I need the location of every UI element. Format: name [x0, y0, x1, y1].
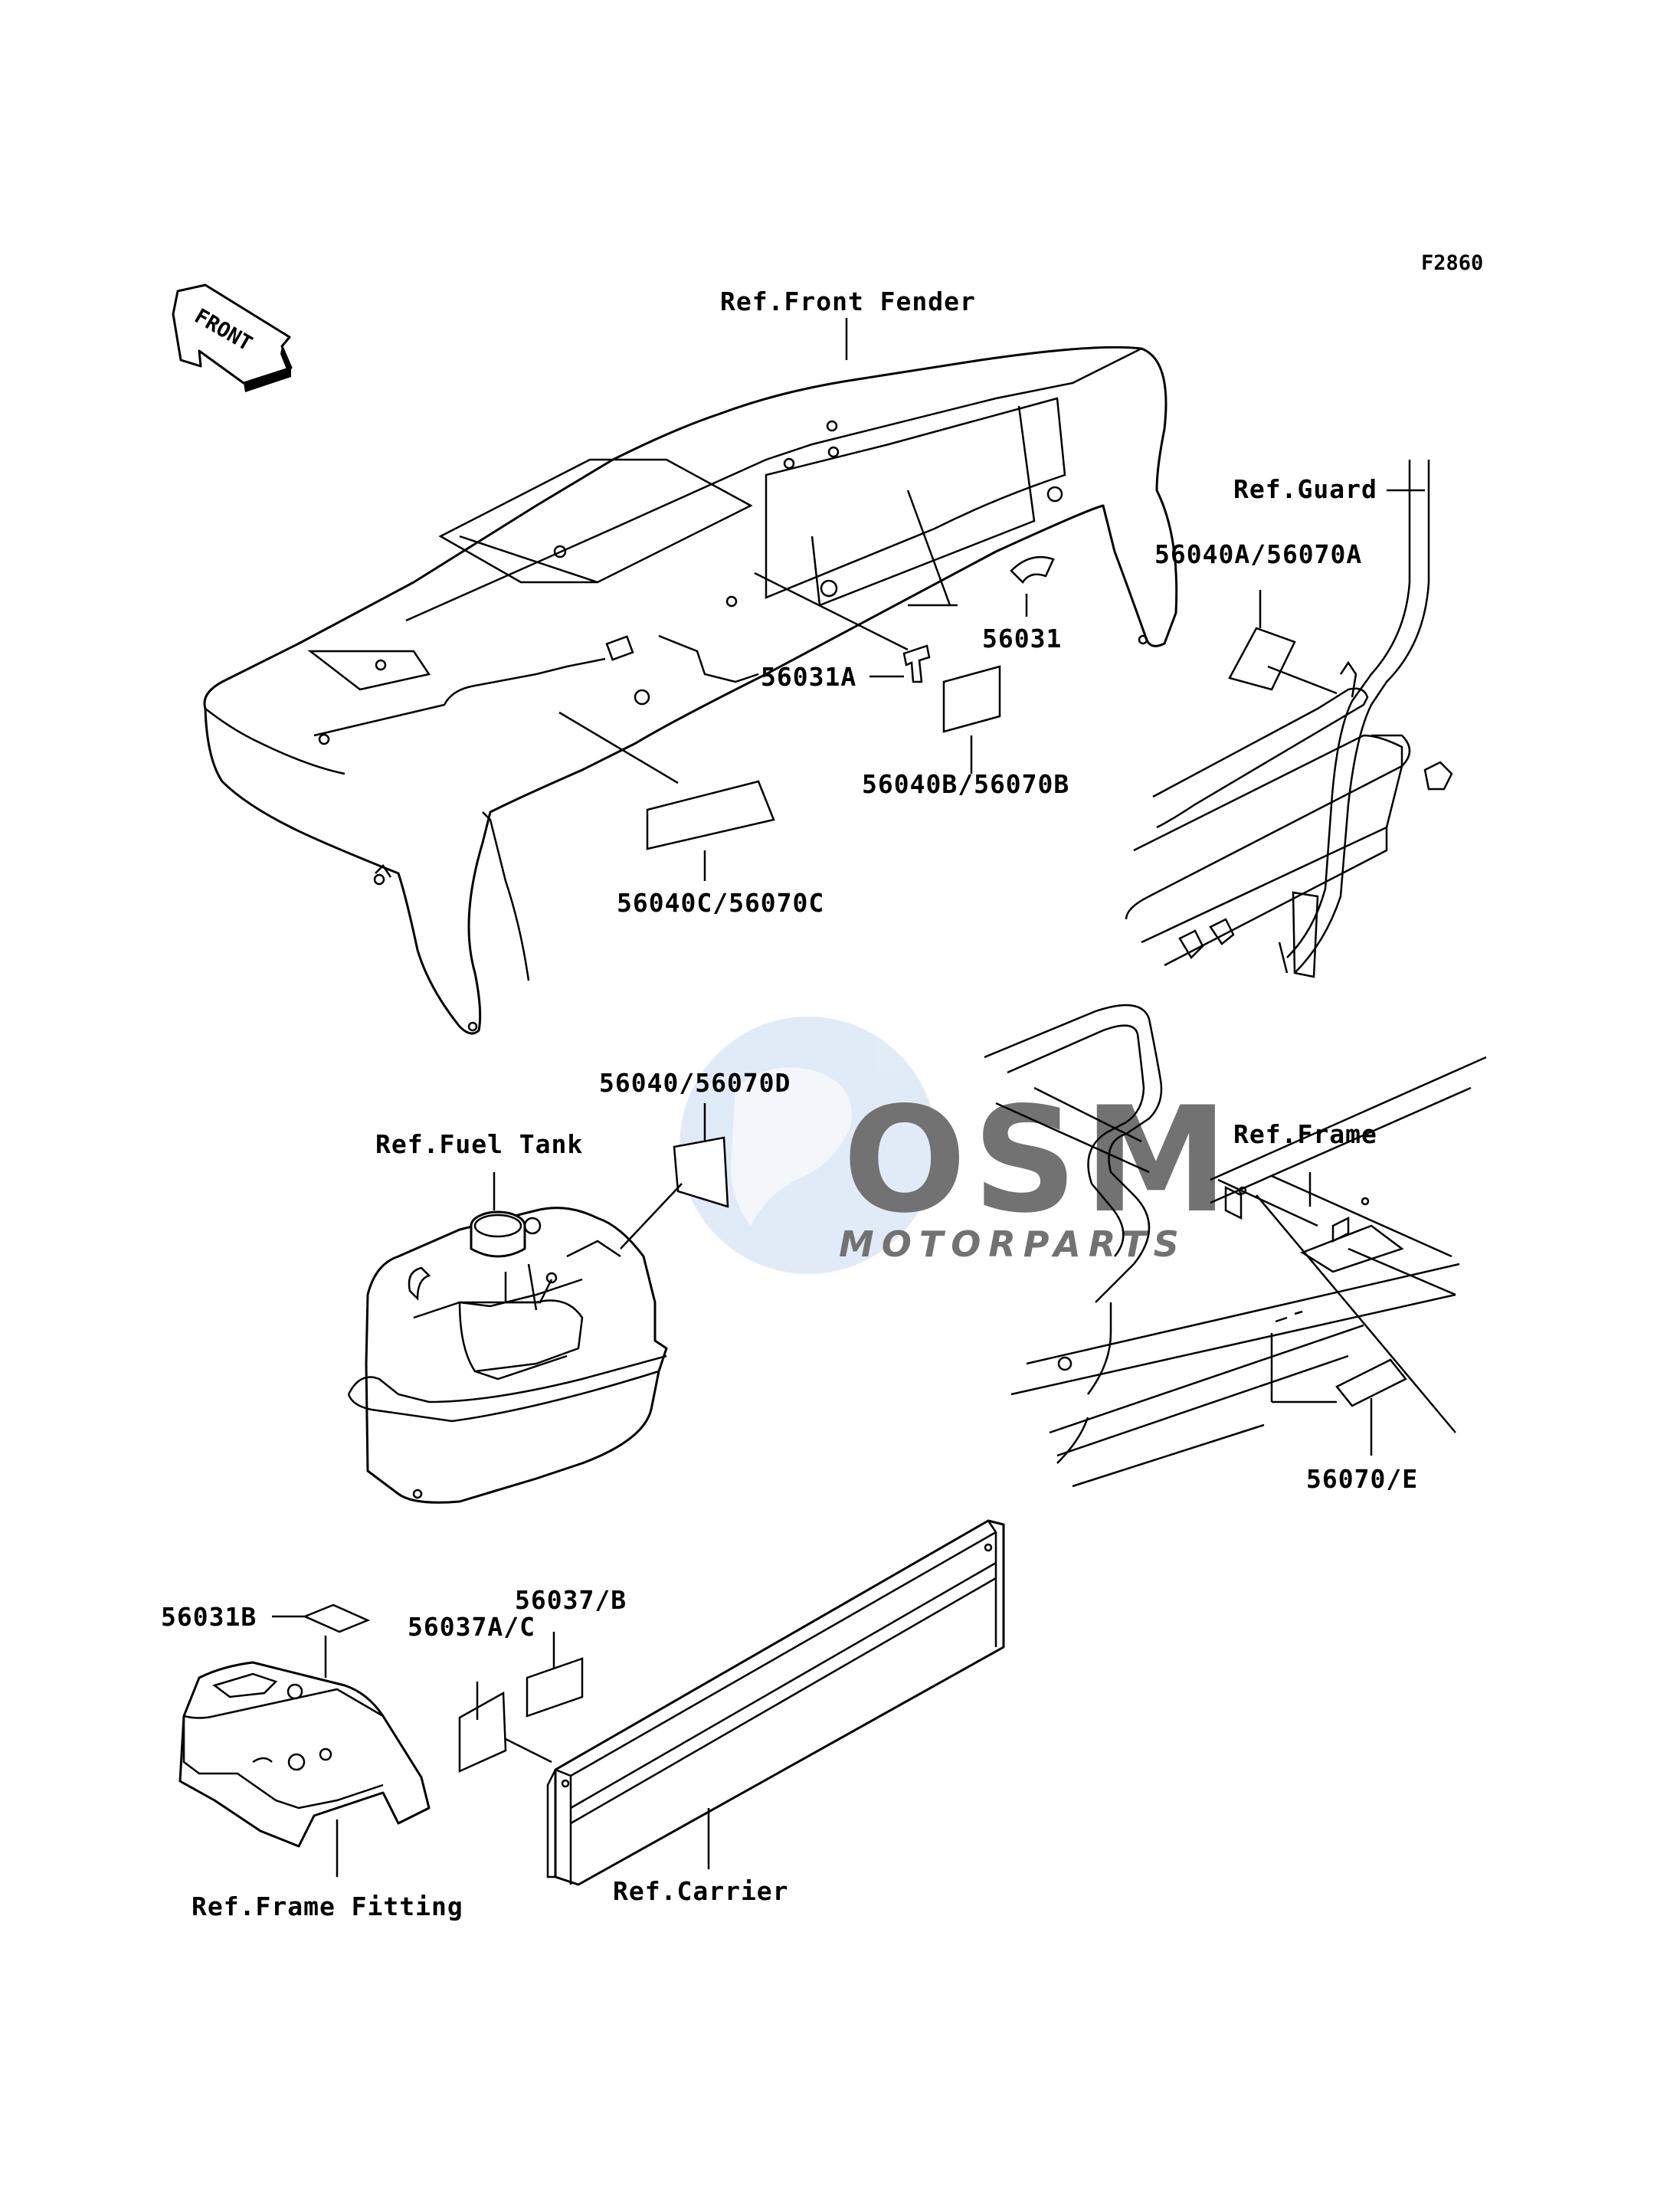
- part-56031B-label: 56031B: [161, 1602, 257, 1632]
- decal-56031B: [302, 1603, 371, 1633]
- decal-56070E: [1335, 1358, 1407, 1407]
- front-fender-drawing: [203, 346, 1178, 1035]
- decal-56037AC: [458, 1691, 507, 1773]
- part-56040C-label: 56040C/56070C: [617, 888, 824, 918]
- ref-carrier-label: Ref.Carrier: [613, 1876, 789, 1906]
- carrier-drawing: [546, 1519, 1005, 1886]
- part-56037B-label: 56037/B: [515, 1585, 627, 1615]
- watermark-subtext: MOTORPARTS: [839, 1223, 1187, 1265]
- fuel-tank-drawing: [347, 1207, 668, 1504]
- frame-fitting-drawing: [178, 1661, 431, 1848]
- decal-56040D: [673, 1136, 729, 1208]
- part-56031A-label: 56031A: [761, 662, 856, 692]
- decal-56040A: [1228, 627, 1296, 691]
- front-arrow-icon: FRONT: [172, 283, 293, 392]
- part-56040B-label: 56040B/56070B: [862, 769, 1069, 799]
- frame-drawing: [984, 1004, 1487, 1488]
- part-56037AC-label: 56037A/C: [408, 1612, 535, 1642]
- part-56031-label: 56031: [982, 624, 1062, 653]
- part-56070E-label: 56070/E: [1306, 1464, 1418, 1494]
- part-56040D-label: 56040/56070D: [599, 1068, 791, 1098]
- fender-decals: [558, 318, 1055, 881]
- decal-56031: [1010, 555, 1055, 584]
- decal-56040B: [942, 665, 1001, 733]
- decal-56037B: [526, 1657, 584, 1718]
- ref-front-fender-label: Ref.Front Fender: [720, 287, 976, 316]
- ref-guard-label: Ref.Guard: [1233, 474, 1377, 504]
- figure-code: F2860: [1421, 251, 1483, 275]
- guard-drawing: [1125, 460, 1453, 978]
- watermark-logo: OSM: [843, 1076, 1234, 1245]
- ref-fuel-tank-label: Ref.Fuel Tank: [375, 1129, 583, 1159]
- ref-frame-fitting-label: Ref.Frame Fitting: [192, 1891, 463, 1921]
- ref-frame-label: Ref.Frame: [1233, 1119, 1377, 1149]
- decal-56031A: [902, 644, 931, 683]
- decal-56040C: [646, 780, 775, 850]
- osm-watermark: OSM MOTORPARTS: [680, 1017, 1234, 1274]
- part-56040A-label: 56040A/56070A: [1154, 539, 1362, 569]
